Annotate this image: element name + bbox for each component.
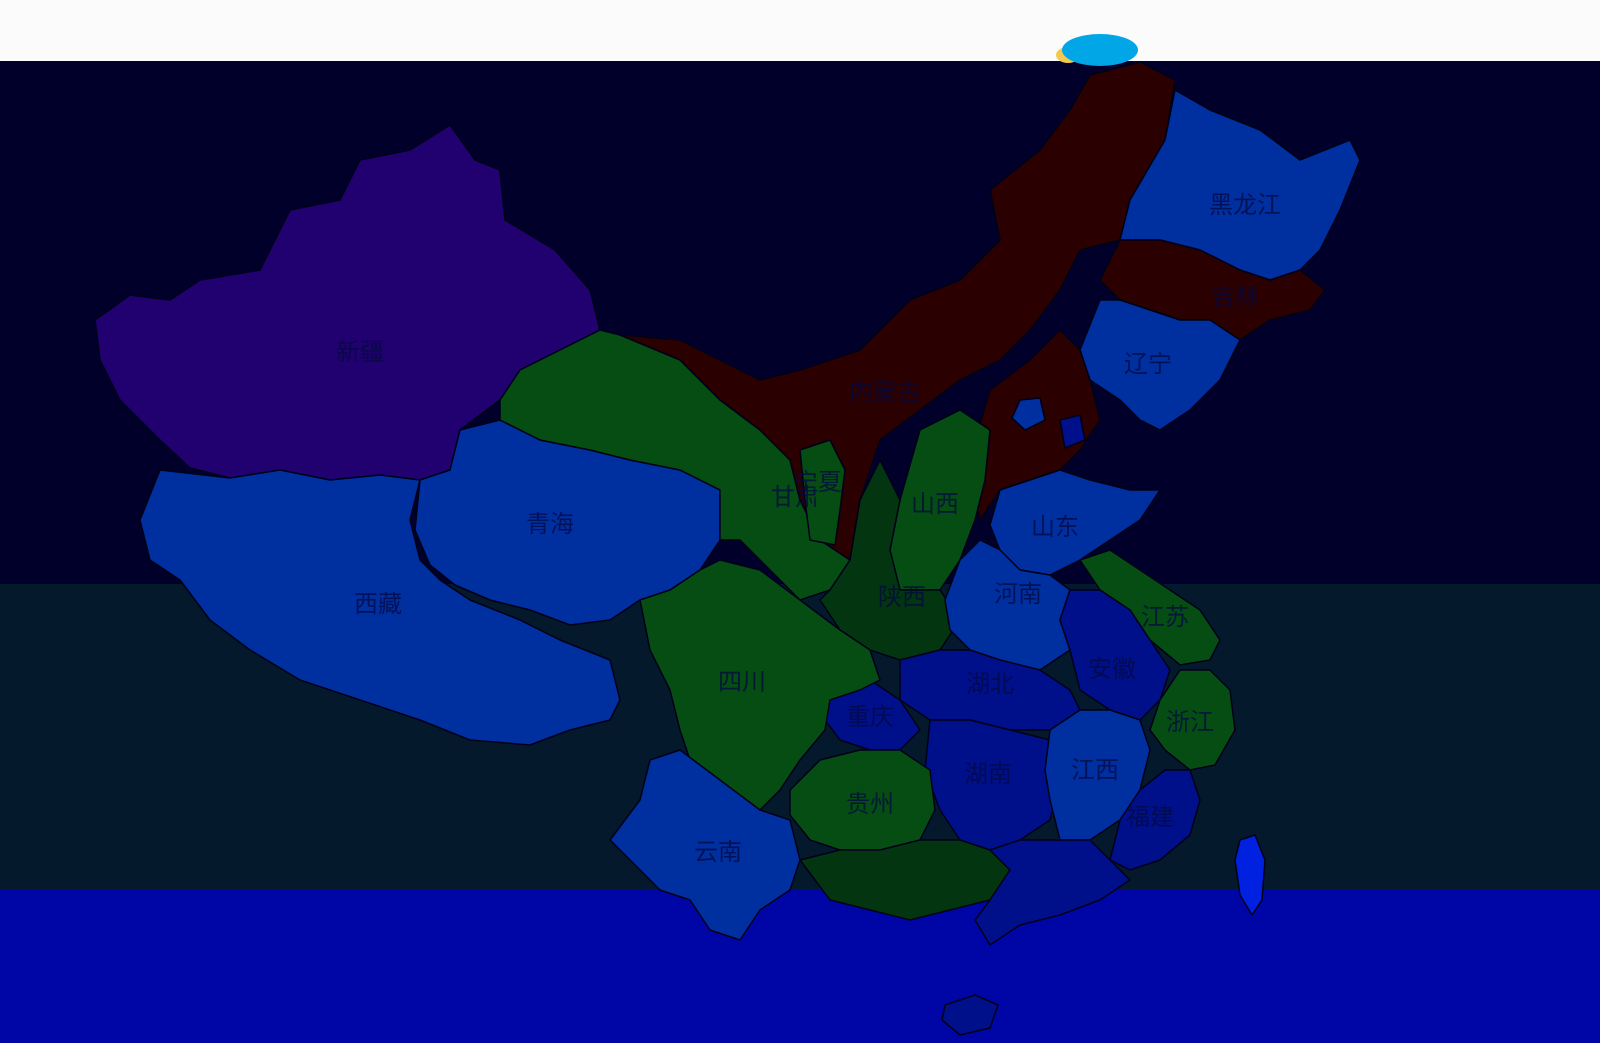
label-xizang: 西藏 [354,590,402,618]
label-jiangxi: 江西 [1071,756,1119,784]
label-guizhou: 贵州 [846,790,894,818]
province-zhejiang[interactable] [1149,669,1236,771]
province-xizang[interactable] [139,469,621,746]
label-hubei: 湖北 [966,670,1014,698]
label-shanxi: 山西 [911,490,959,518]
label-gansu: 甘肃 [771,483,819,511]
label-shandong: 山东 [1031,513,1079,541]
province-yunnan[interactable] [609,749,801,941]
label-anhui: 安徽 [1088,655,1136,683]
label-qinghai: 青海 [526,510,574,538]
province-sichuan[interactable] [639,559,881,811]
label-henan: 河南 [994,580,1042,608]
province-beijing[interactable] [1011,397,1046,431]
province-hunan[interactable] [924,719,1061,851]
province-guangxi[interactable] [799,839,1011,921]
label-xinjiang: 新疆 [336,338,384,366]
island-cyan [1062,34,1138,66]
label-ningxia: 宁夏 [794,468,842,496]
label-liaoning: 辽宁 [1124,350,1172,378]
province-ningxia[interactable] [799,439,846,546]
top-strip [0,0,1600,61]
province-tianjin[interactable] [1059,414,1086,449]
label-neimenggu: 内蒙古 [849,378,921,406]
province-hainan[interactable] [941,994,999,1036]
label-jilin: 吉林 [1211,283,1259,311]
label-jiangsu: 江苏 [1141,603,1189,631]
background-band-lower [0,889,1600,1043]
province-fujian[interactable] [1109,769,1201,871]
label-shaanxi: 陕西 [878,583,926,611]
label-fujian: 福建 [1126,803,1174,831]
province-taiwan[interactable] [1234,834,1266,916]
province-liaoning[interactable] [1079,299,1241,431]
label-zhejiang: 浙江 [1166,708,1214,736]
label-hunan: 湖南 [964,760,1012,788]
label-sichuan: 四川 [718,668,766,696]
province-guangdong[interactable] [974,839,1131,946]
province-anhui[interactable] [1059,589,1171,721]
label-chongqing: 重庆 [846,703,894,731]
province-guizhou[interactable] [789,749,936,851]
label-yunnan: 云南 [694,838,742,866]
label-heilongjiang: 黑龙江 [1209,191,1281,219]
